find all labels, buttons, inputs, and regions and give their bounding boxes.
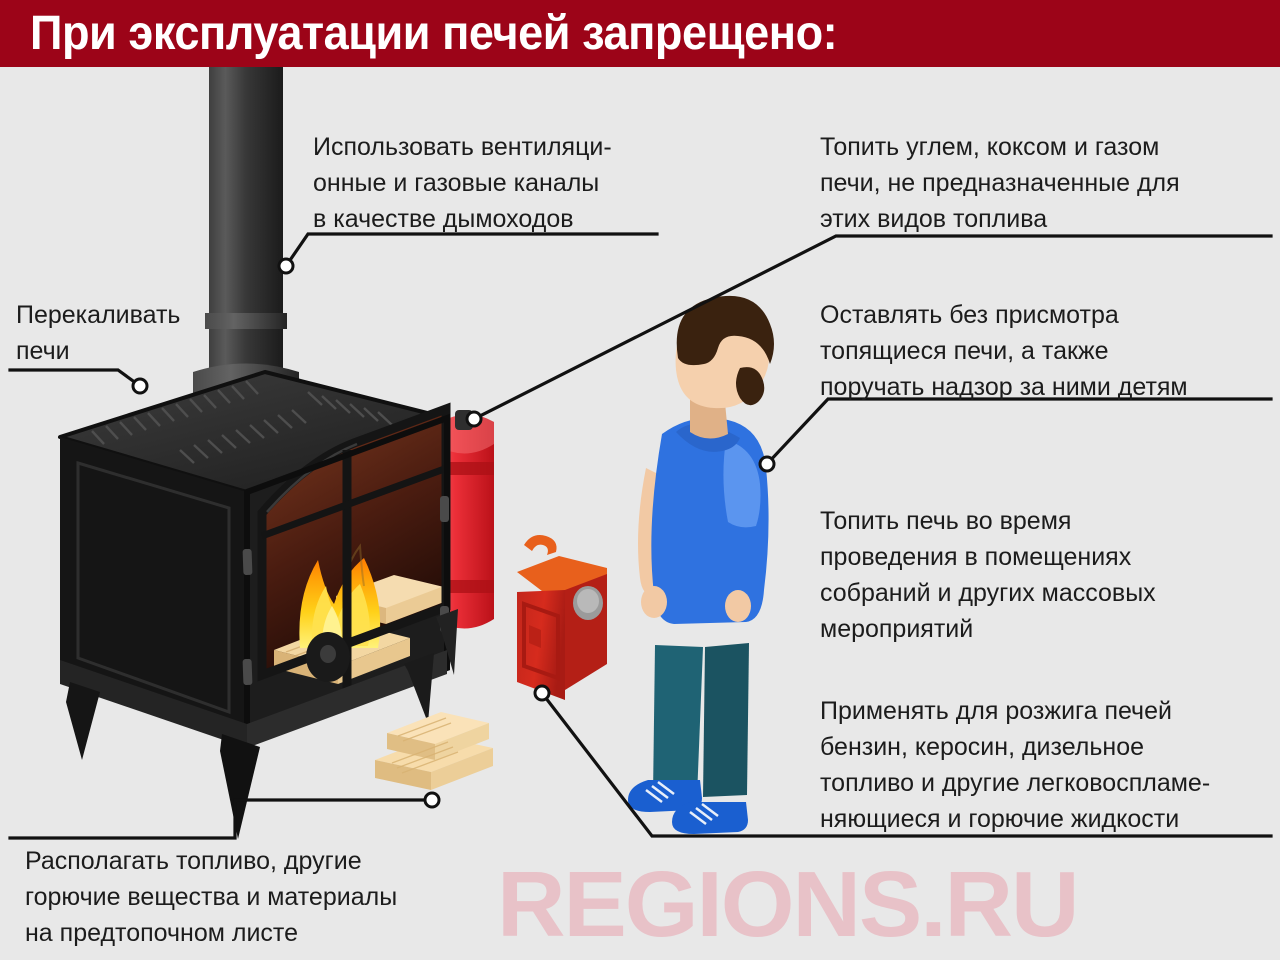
stove-side-panel	[60, 437, 247, 742]
callout-fuel-storage: Располагать топливо, другие горючие веще…	[25, 847, 398, 947]
callout-flammable-liquids: Применять для розжига печей бензин, керо…	[820, 697, 1211, 833]
leader-dot-overheating	[131, 377, 149, 395]
leader-wrong-fuel	[471, 234, 1273, 422]
leader-fuel-storage	[8, 798, 434, 840]
leader-unattended	[764, 397, 1273, 467]
leader-chimney-misuse	[283, 232, 659, 269]
flame	[299, 543, 381, 648]
leader-dot-person	[758, 455, 776, 473]
leader-dot-canister	[533, 684, 551, 702]
person-sleeve-highlight	[723, 440, 761, 528]
fuel-canister	[517, 535, 607, 700]
leader-dot-chimney	[277, 257, 295, 275]
person-right-hand	[725, 590, 751, 622]
title-banner: При эксплуатации печей запрещено:	[0, 0, 1280, 67]
callout-chimney-misuse: Использовать вентиляци- онные и газовые …	[313, 133, 612, 233]
person-left-leg	[653, 645, 703, 797]
page-title: При эксплуатации печей запрещено:	[30, 7, 838, 60]
leader-dot-cylinder	[465, 410, 483, 428]
leader-overheating	[8, 368, 143, 389]
leader-dot-firewood	[423, 791, 441, 809]
person-hair	[676, 295, 774, 366]
stove-top-plate	[58, 370, 449, 494]
callout-overheating: Перекаливать печи	[16, 301, 181, 365]
leader-flammable-liquids	[539, 690, 1273, 838]
callout-wrong-fuel: Топить углем, коксом и газом печи, не пр…	[820, 133, 1180, 233]
stove-legs	[66, 609, 458, 839]
watermark-regions-ru: REGIONS.RU	[497, 852, 1079, 956]
person-right-leg	[703, 643, 749, 797]
firewood-stack	[375, 712, 493, 790]
callout-public-events: Топить печь во время проведения в помеще…	[820, 507, 1156, 643]
person-figure	[628, 295, 774, 834]
person-left-hand	[641, 586, 667, 618]
stove-firebox	[257, 402, 451, 692]
wood-burning-stove	[58, 67, 494, 839]
callout-unattended: Оставлять без присмотра топящиеся печи, …	[820, 301, 1188, 401]
